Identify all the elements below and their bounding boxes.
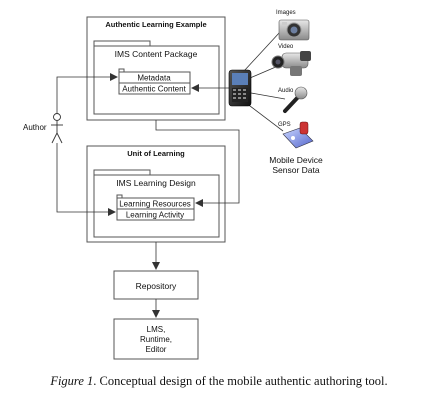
lms-label-line1: LMS, [147,325,166,334]
gps-device-icon [282,121,314,149]
camera-to-phone-line [243,31,281,72]
figure-caption-text: . Conceptual design of the mobile authen… [93,374,388,388]
authentic-content-box [118,82,191,95]
package-to-resources-arrow [155,120,240,207]
author-actor-icon [51,113,63,144]
ims-content-package-title: IMS Content Package [115,49,198,59]
figure-caption: Figure 1. Conceptual design of the mobil… [0,374,438,389]
video-to-phone-line [249,65,279,79]
repository-label: Repository [136,281,177,291]
author-to-resources-arrow [56,143,116,216]
sensor-data-label-line2: Sensor Data [272,165,320,175]
images-label: Images [276,10,296,16]
lms-label-line2: Runtime, [140,335,172,344]
metadata-label: Metadata [137,74,171,83]
connectors [56,31,286,318]
author-to-content-arrow [56,73,118,119]
author-label: Author [23,123,47,132]
learning-resources-tab [116,194,123,198]
video-label: Video [278,44,294,50]
gps-label: GPS [278,122,291,128]
ims-learning-design-title: IMS Learning Design [116,178,196,188]
learning-activity-box [116,208,195,221]
audio-label: Audio [278,88,294,94]
metadata-tab [118,68,125,72]
camera-icon [278,19,310,41]
gps-to-phone-line [245,102,284,132]
figure-number: Figure 1 [50,374,94,388]
mobile-phone-icon [228,69,252,107]
lms-box [113,318,199,360]
authentic-learning-example-title: Authentic Learning Example [105,20,206,29]
lms-label-line3: Editor [146,345,167,354]
repository-box [113,270,199,300]
audio-to-phone-line [250,92,286,100]
learning-resources-label: Learning Resources [119,200,191,209]
ims-content-package-tab [93,40,151,46]
unit-of-learning-title: Unit of Learning [127,149,185,158]
microphone-icon [283,86,308,113]
learning-activity-label: Learning Activity [126,211,184,220]
authentic-content-label: Authentic Content [122,85,186,94]
ims-learning-design-tab [93,169,151,175]
sensor-data-label-line1: Mobile Device [269,155,323,165]
video-camera-icon [271,51,311,76]
